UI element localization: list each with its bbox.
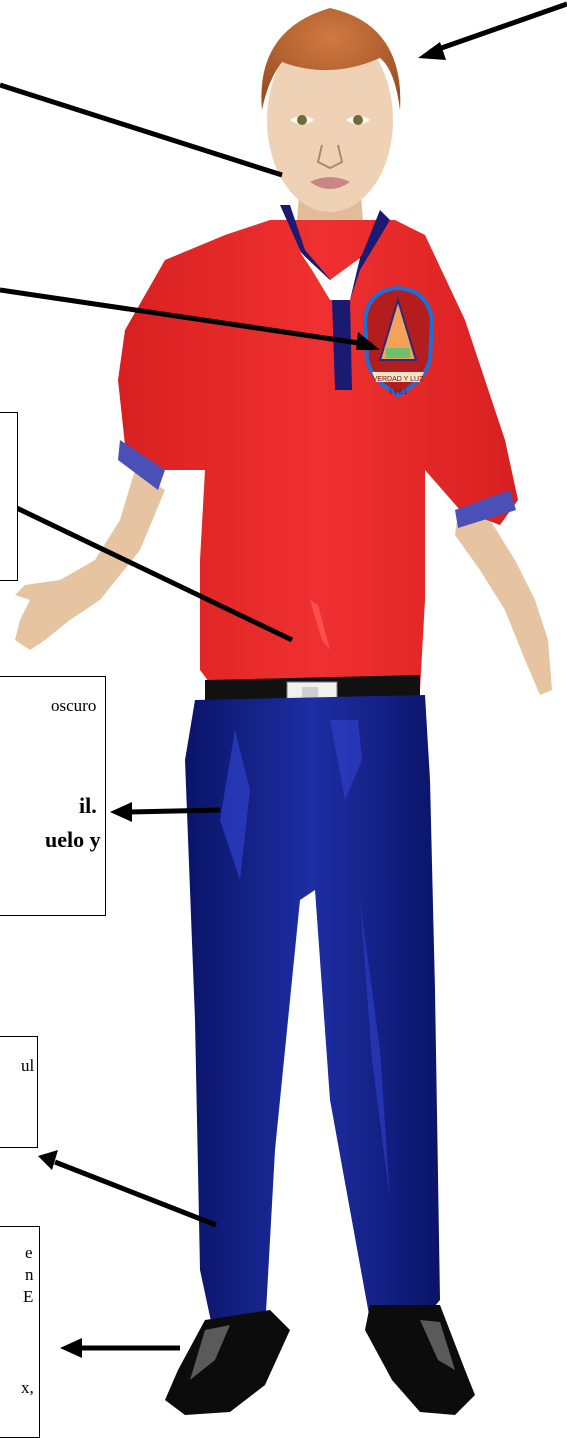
left-arm [15,470,165,650]
label-box-shirt [0,412,18,581]
socks-text-line1: ul [21,1055,34,1077]
school-emblem: VERDAD Y LUZ 1 9 8 1 [365,288,432,396]
red-polo-shirt [118,205,518,690]
label-box-socks: ul [0,1036,38,1148]
emblem-banner: VERDAD Y LUZ [373,376,424,383]
label-box-pants: oscuro il. uelo y [0,676,106,916]
arrowhead-socks [38,1150,58,1170]
pointer-line-pants [130,810,220,812]
head [261,8,400,212]
arrowhead-shoes [60,1338,82,1358]
pointer-line-hair [430,4,567,52]
right-arm [455,500,552,695]
pants-text-line3: uelo y [45,825,101,855]
shoes-text-line2: n [25,1264,34,1286]
pointer-line-face [0,85,282,175]
pointer-line-socks [55,1162,216,1225]
shoes-text-line3: E [23,1286,33,1308]
shoes-text-line4: x, [21,1377,34,1399]
label-box-shoes: e n E x, [0,1226,40,1438]
pants-text-line2: il. [79,791,97,821]
arrowhead-hair [418,42,446,60]
black-shoes [165,1305,475,1415]
shoes-text-line1: e [25,1242,33,1264]
navy-pants [185,695,440,1340]
pants-text-line1: oscuro [51,695,96,717]
emblem-year: 1 9 8 1 [389,390,408,396]
arrowhead-pants [110,802,132,822]
